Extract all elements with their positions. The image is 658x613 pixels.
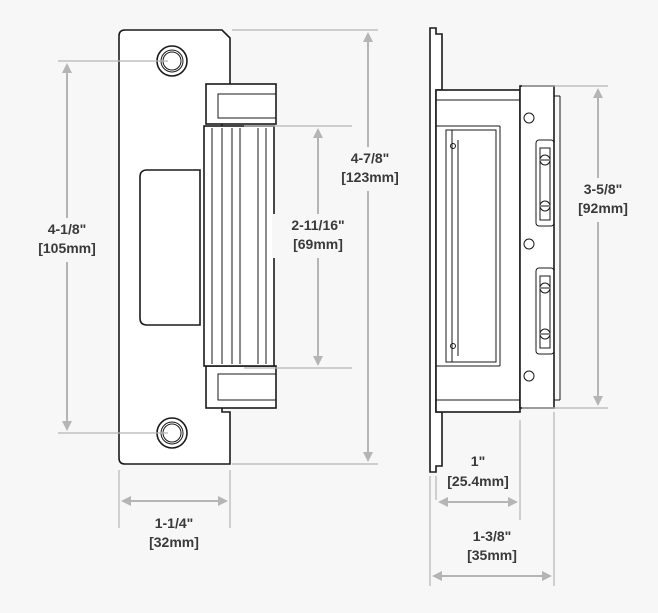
dim-hole-spacing <box>26 60 168 434</box>
faceplate-lip-recess <box>139 169 201 326</box>
strike-body <box>203 83 277 409</box>
dim-body-height <box>244 125 364 369</box>
faceplate-height-imperial: 4-7/8" <box>351 150 390 166</box>
faceplate-height-metric: [123mm] <box>341 169 399 185</box>
dim-depth-body <box>435 420 521 520</box>
hole-spacing-metric: [105mm] <box>38 240 96 256</box>
hole-spacing-imperial: 4-1/8" <box>48 221 87 237</box>
dim-faceplate-height <box>232 29 410 465</box>
side-height-imperial: 3-5/8" <box>584 181 623 197</box>
faceplate-width-imperial: 1-1/4" <box>155 515 194 531</box>
side-view <box>429 27 561 473</box>
body-height-imperial: 2-11/16" <box>291 217 344 233</box>
dim-side-height <box>522 85 638 409</box>
side-keeper <box>445 129 497 363</box>
depth-total-imperial: 1-3/8" <box>473 528 512 544</box>
side-adjuster-lower <box>535 267 555 355</box>
side-adjuster-upper <box>535 139 555 227</box>
depth-body-metric: [25.4mm] <box>447 473 508 489</box>
depth-body-imperial: 1" <box>471 453 485 469</box>
dim-faceplate-width <box>118 470 231 528</box>
dim-depth-total <box>429 412 555 586</box>
side-housing <box>435 89 521 413</box>
side-height-metric: [92mm] <box>578 200 628 216</box>
faceplate-width-metric: [32mm] <box>149 534 199 550</box>
front-view <box>118 29 277 465</box>
body-height-metric: [69mm] <box>293 236 343 252</box>
depth-total-metric: [35mm] <box>467 547 517 563</box>
